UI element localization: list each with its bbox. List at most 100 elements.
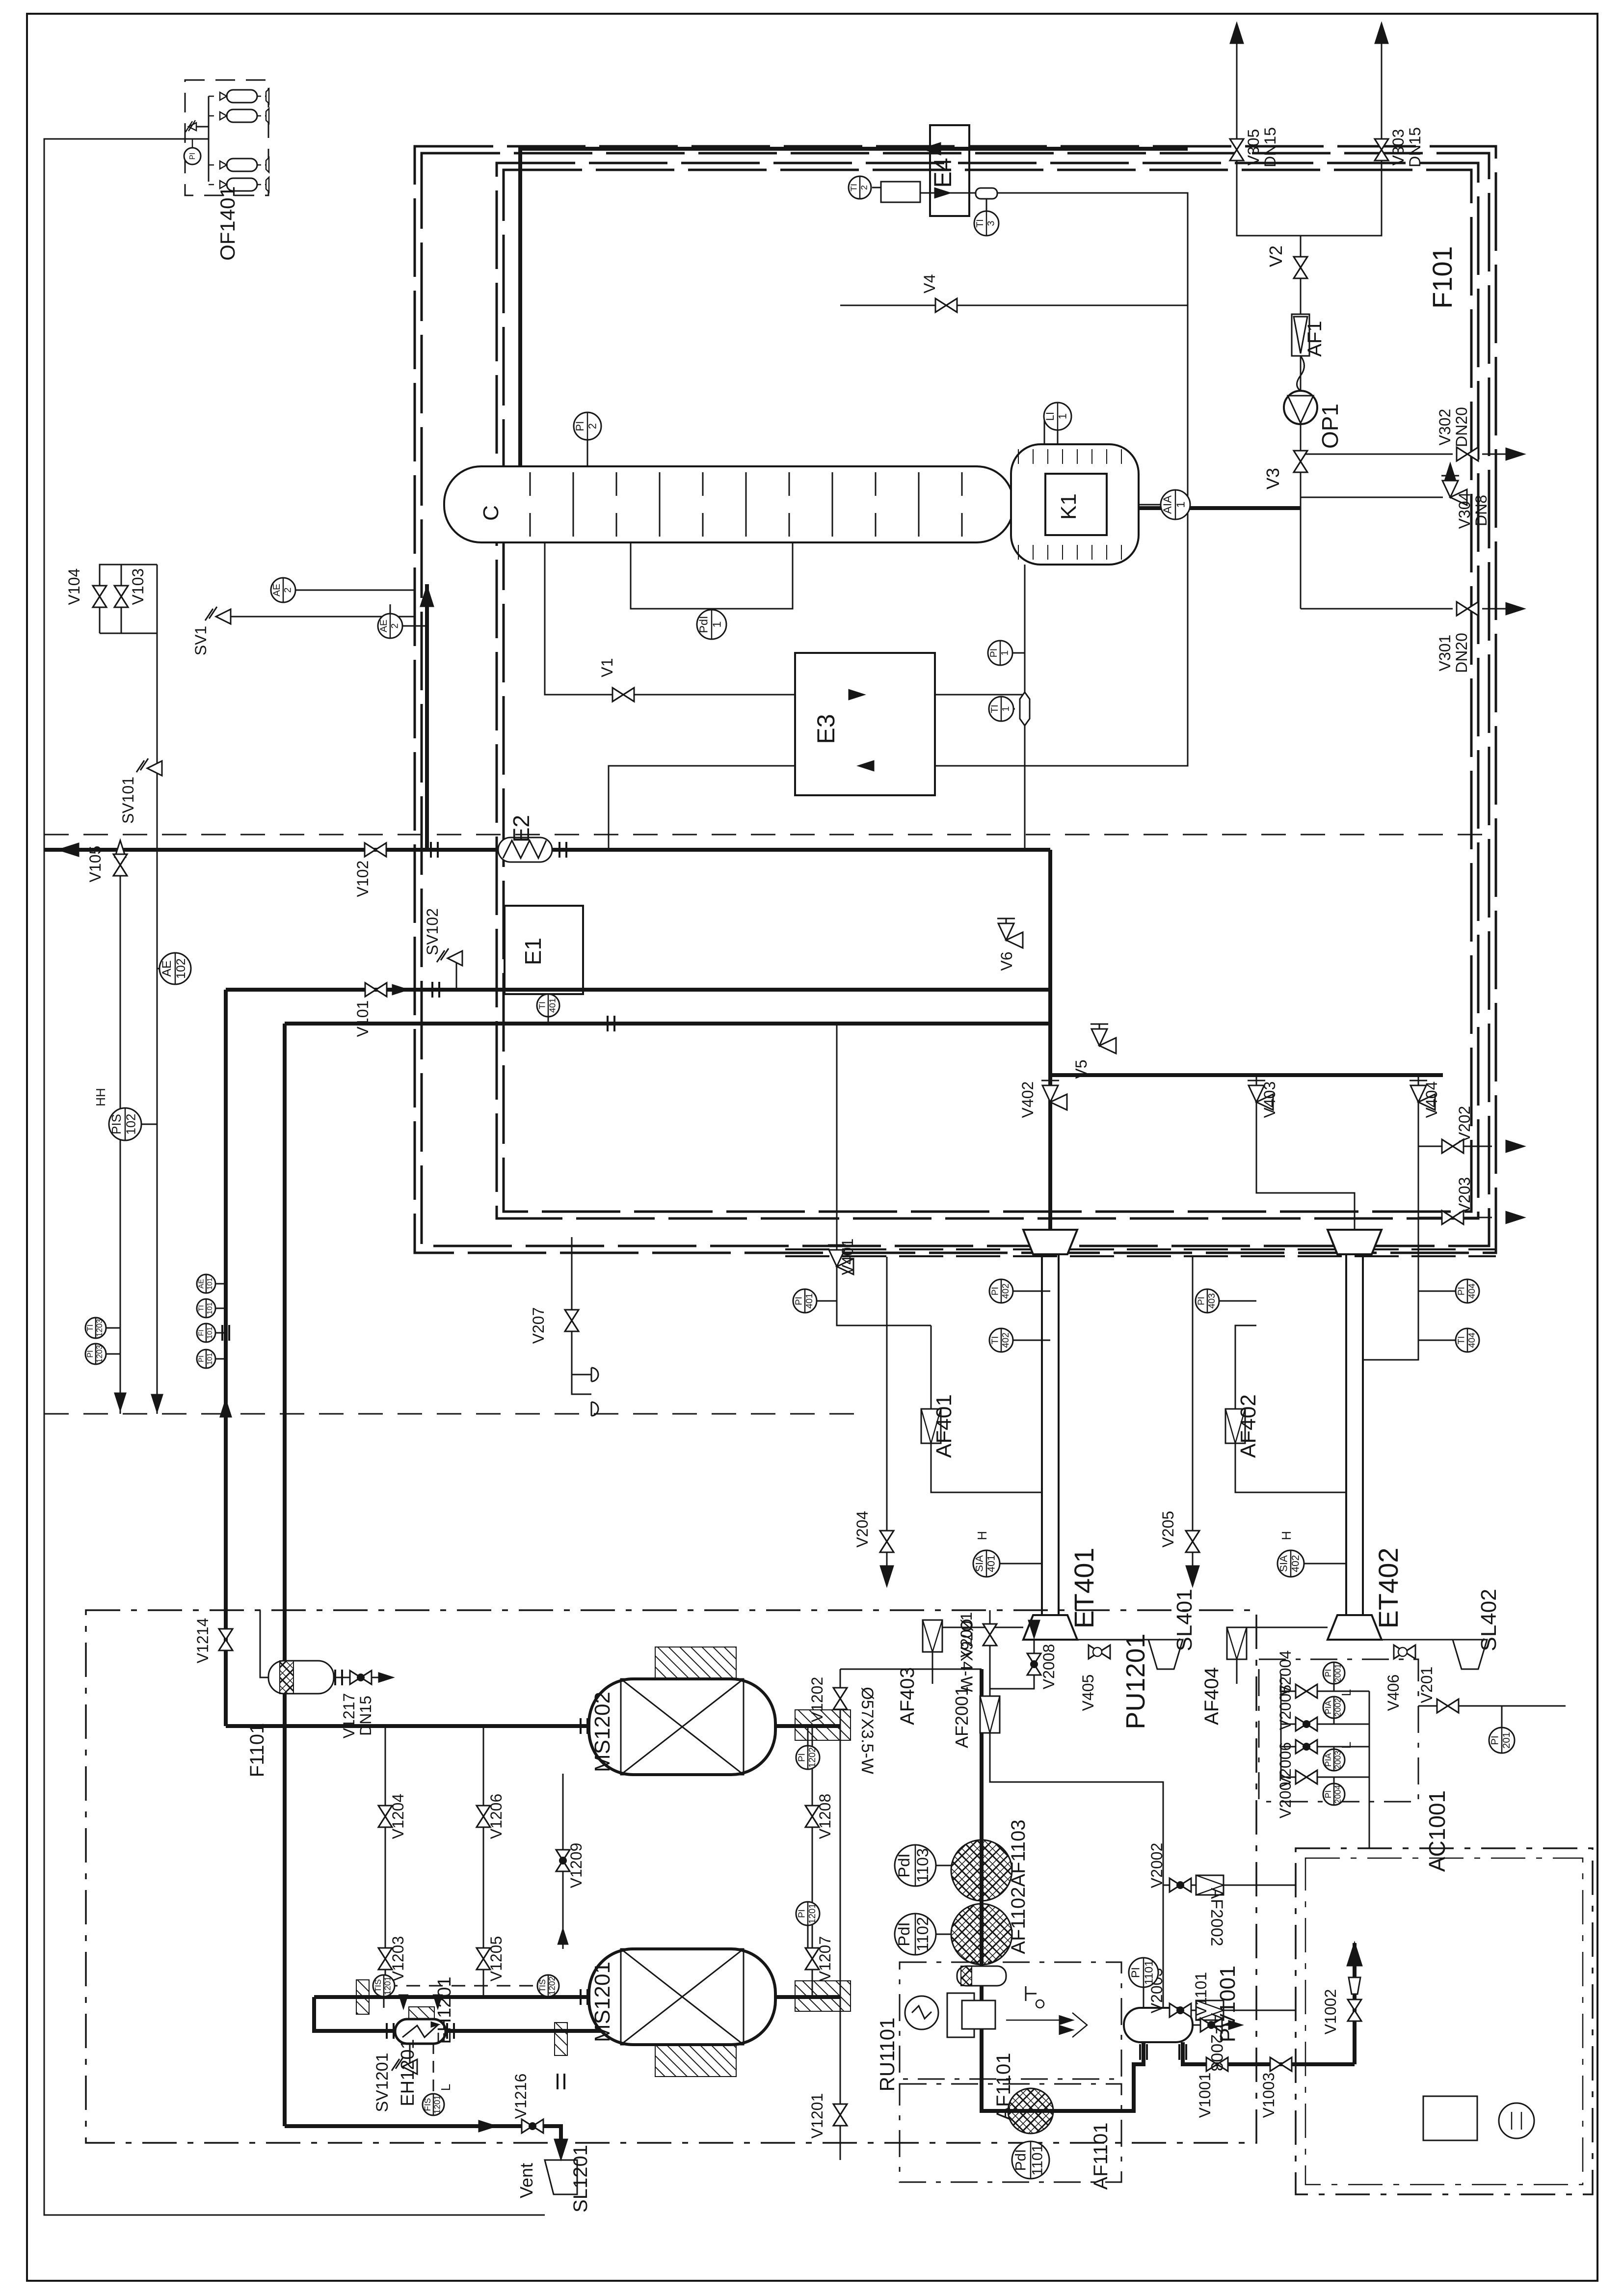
label: V5 — [1072, 1059, 1090, 1079]
label: SIA — [974, 1555, 985, 1572]
valve-V2004: V2004 — [1277, 1650, 1318, 1700]
label: E4 — [929, 158, 957, 188]
label: E1 — [520, 938, 546, 965]
label: 102 — [124, 1114, 138, 1135]
valve-V4: V4 — [921, 274, 958, 314]
label: H — [975, 1531, 989, 1540]
valve-V101: V101 — [354, 981, 388, 1037]
label: V1 — [598, 658, 616, 677]
valve-V205: V205 — [1159, 1511, 1201, 1553]
angle-valve-V404: V404 — [1409, 1080, 1440, 1118]
label: TI — [1456, 1336, 1466, 1345]
angle-valve-V401: V401 — [827, 1239, 856, 1276]
label: PI — [793, 1297, 803, 1305]
label: V302 — [1436, 409, 1454, 446]
label: AC1001 — [1424, 1790, 1450, 1872]
label: PIA — [1323, 1753, 1333, 1767]
label: PI — [86, 1350, 95, 1357]
label: SV1 — [192, 626, 210, 655]
flow-arrows — [56, 21, 1526, 2161]
label: F101 — [1427, 246, 1458, 309]
label: V1002 — [1322, 1989, 1339, 2035]
label: PI — [198, 1355, 206, 1362]
label: V301 — [1436, 635, 1454, 672]
label: TI — [849, 184, 859, 191]
instrument-PI: PI — [183, 147, 202, 165]
label: 1202 — [807, 1747, 817, 1768]
label: DN15 — [1406, 127, 1424, 167]
label: PI — [1323, 1790, 1333, 1798]
label: AF403 — [897, 1667, 918, 1725]
label: AF1101 — [1090, 2122, 1112, 2189]
label: PIA — [1323, 1701, 1333, 1714]
label: 1 — [1056, 413, 1068, 419]
label: 3 — [986, 221, 997, 226]
dashed-lines — [44, 834, 1496, 1415]
label: PI — [574, 421, 586, 432]
label: PdI — [895, 1853, 913, 1877]
label: V204 — [853, 1511, 871, 1548]
label: FI — [198, 1329, 206, 1336]
label: V207 — [530, 1307, 547, 1344]
label: V101 — [354, 1000, 372, 1037]
valve-V1209: V1209 — [555, 1843, 585, 1888]
label: TI — [86, 1324, 95, 1332]
label: AE — [271, 584, 282, 596]
label: SV102 — [424, 908, 441, 955]
label: OP1 — [1317, 404, 1343, 449]
label: 2 — [283, 588, 293, 593]
label: SL1201 — [570, 2145, 591, 2213]
label: V3 — [1263, 468, 1283, 489]
label: C — [479, 505, 503, 521]
relief-valve-SV1: SV1 — [192, 606, 232, 655]
label: 402 — [1000, 1332, 1011, 1348]
label: V402 — [1019, 1081, 1037, 1118]
label: V1001 — [1196, 2073, 1214, 2118]
label: FIS — [423, 2098, 432, 2111]
valve-V1: V1 — [598, 658, 635, 703]
label: V304 — [1456, 492, 1473, 529]
label: 2 — [586, 423, 598, 429]
label: 2 — [859, 185, 869, 190]
label: 1103 — [913, 1848, 931, 1883]
label: 1201 — [432, 2095, 442, 2114]
pipes-thin — [43, 42, 1566, 2216]
valve-V406: V406 — [1384, 1644, 1416, 1711]
label: V4 — [921, 274, 938, 293]
label: HH — [93, 1088, 108, 1107]
valve-V1214: V1214 — [194, 1618, 234, 1663]
label: AF2002 — [1207, 1888, 1226, 1946]
label: LI — [1044, 412, 1056, 421]
relief-valve-sv — [391, 2056, 418, 2076]
valve-V1205: V1205 — [475, 1936, 505, 1981]
label: 1 — [1000, 650, 1011, 656]
angle-valve-V402: V402 — [1019, 1080, 1068, 1118]
valve-V104: V104 — [65, 568, 108, 608]
label: 101 — [206, 1353, 214, 1365]
valve-V203: V203 — [1441, 1177, 1473, 1226]
